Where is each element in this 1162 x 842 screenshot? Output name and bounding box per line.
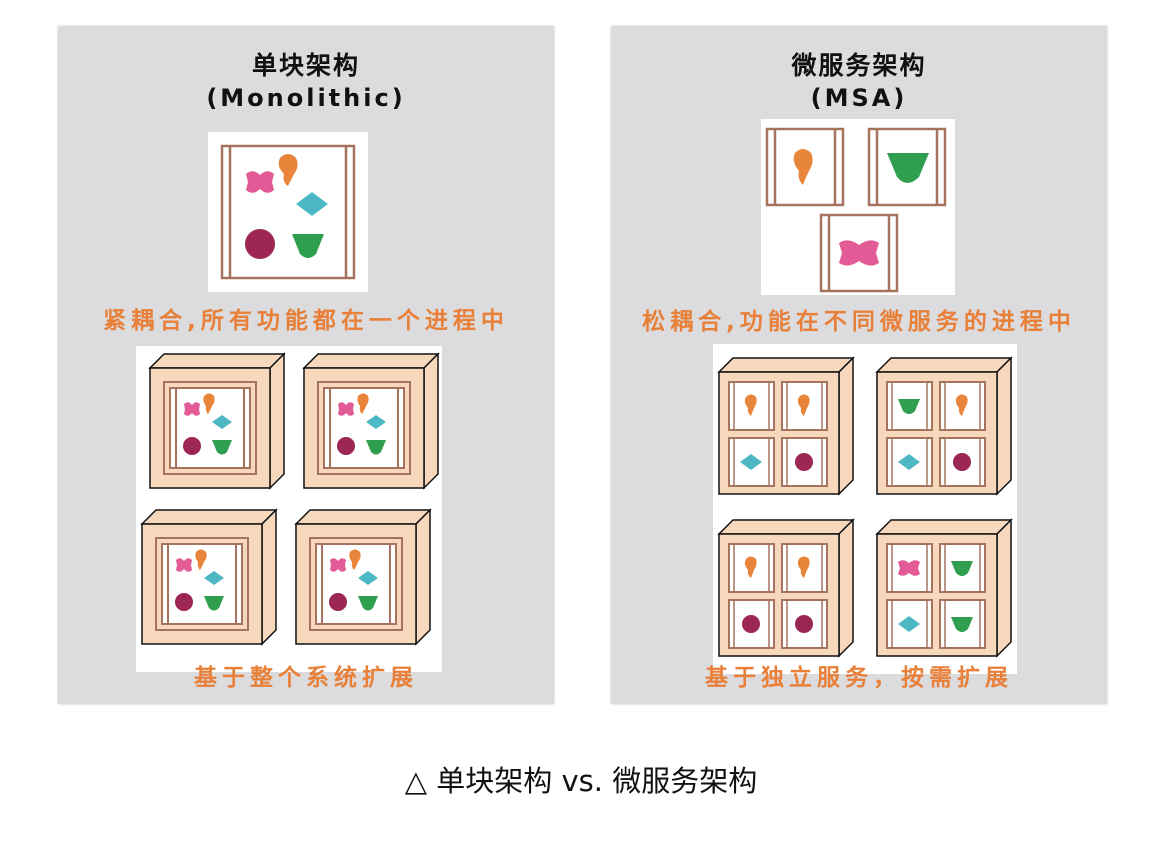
maroon-circle-icon	[245, 229, 275, 259]
microservices-scaling-illustration	[713, 344, 1017, 674]
monolithic-coupling-caption: 紧耦合,所有功能都在一个进程中	[103, 308, 509, 334]
monolith-instance-3	[141, 509, 277, 645]
microservices-subtitle: (MSA)	[810, 84, 908, 112]
microservices-panel: 微服务架构 (MSA) 松耦合,功	[611, 26, 1107, 704]
monolith-app-illustration	[208, 132, 368, 292]
pink-blob-icon	[246, 171, 274, 193]
microservice-host-4	[876, 519, 1012, 657]
orange-blob-icon	[278, 154, 298, 186]
monolith-instance-1	[149, 353, 285, 489]
monolithic-subtitle: (Monolithic)	[206, 84, 406, 112]
microservices-title: 微服务架构	[791, 51, 927, 80]
orange-blob-icon	[793, 149, 813, 185]
monolithic-panel: 单块架构 (Monolithic) 紧耦合,所有功能都在一个进程中	[58, 26, 554, 704]
microservices-app-illustration	[761, 119, 955, 295]
monolith-instance-4	[295, 509, 431, 645]
monolithic-scaling-caption: 基于整个系统扩展	[194, 665, 418, 691]
monolith-scaling-illustration	[136, 346, 442, 672]
pink-blob-icon	[839, 240, 879, 266]
microservices-scaling-caption: 基于独立服务，按需扩展	[705, 665, 1013, 691]
teal-diamond-icon	[296, 192, 328, 216]
microservice-host-2	[876, 357, 1012, 495]
orange-service	[765, 127, 845, 207]
green-triangle-icon	[292, 234, 324, 258]
monolithic-title: 单块架构	[251, 51, 360, 80]
green-triangle-icon	[887, 153, 929, 183]
microservices-coupling-caption: 松耦合,功能在不同微服务的进程中	[642, 309, 1076, 335]
pink-service	[819, 213, 899, 293]
green-service	[867, 127, 947, 207]
microservice-host-1	[718, 357, 854, 495]
microservice-host-3	[718, 519, 854, 657]
monolith-instance-2	[303, 353, 439, 489]
figure-caption: △ 单块架构 vs. 微服务架构	[404, 764, 758, 798]
